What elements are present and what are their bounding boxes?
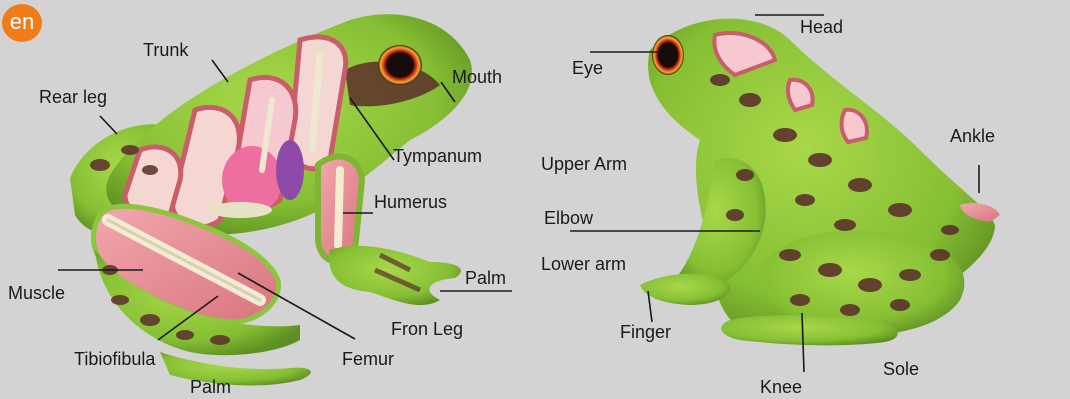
label-ankle: Ankle	[950, 126, 995, 146]
label-head: Head	[800, 17, 843, 37]
right-frog	[640, 19, 1000, 346]
label-humerus: Humerus	[374, 192, 447, 212]
label-tibiofibula: Tibiofibula	[74, 349, 155, 369]
left-front-hand	[329, 246, 461, 305]
label-lower-arm: Lower arm	[541, 254, 626, 274]
label-muscle: Muscle	[8, 283, 65, 303]
label-tympanum: Tympanum	[393, 146, 482, 166]
label-elbow: Elbow	[544, 208, 593, 228]
label-knee: Knee	[760, 377, 802, 397]
language-badge: en	[2, 4, 42, 42]
label-rear-leg: Rear leg	[39, 87, 107, 107]
right-eye	[652, 35, 684, 75]
label-femur: Femur	[342, 349, 394, 369]
left-hind-foot	[160, 352, 311, 385]
label-finger: Finger	[620, 322, 671, 342]
right-front-hand	[640, 274, 730, 305]
label-mouth: Mouth	[452, 67, 502, 87]
label-trunk: Trunk	[143, 40, 188, 60]
label-eye: Eye	[572, 58, 603, 78]
left-eye	[378, 45, 422, 85]
label-upper-arm: Upper Arm	[541, 154, 627, 174]
label-sole: Sole	[883, 359, 919, 379]
label-palm-front: Palm	[465, 268, 506, 288]
label-fron-leg: Fron Leg	[391, 319, 463, 339]
label-palm-bottom: Palm	[190, 377, 231, 397]
